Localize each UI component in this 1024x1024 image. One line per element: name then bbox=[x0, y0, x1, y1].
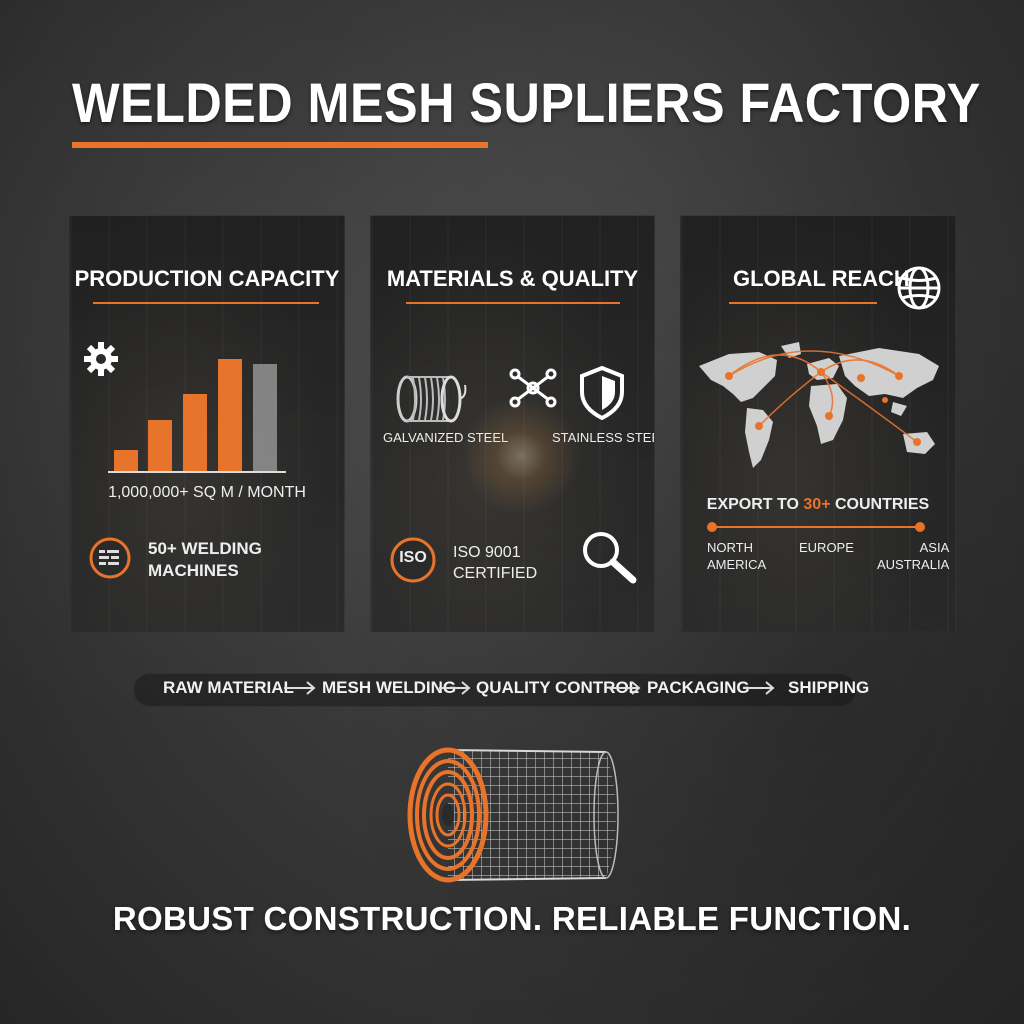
export-count: 30+ bbox=[803, 496, 831, 513]
wire-coil-icon bbox=[396, 375, 467, 423]
mesh-roll-icon bbox=[407, 747, 619, 883]
process-flow-bar bbox=[133, 673, 857, 707]
materials-quality-title: MATERIALS & QUALITY bbox=[386, 266, 639, 291]
materials-quality-panel: MATERIALS & QUALITY GALVANIZED STEEL bbox=[370, 215, 655, 632]
export-prefix: EXPORT TO bbox=[706, 496, 804, 513]
materials-title-underline bbox=[406, 302, 620, 304]
iso-certified-text: ISO 9001 CERTIFIED bbox=[453, 542, 537, 584]
export-countries-text: EXPORT TO 30+ COUNTRIES bbox=[681, 496, 955, 514]
global-reach-panel: GLOBAL REACH bbox=[680, 215, 956, 632]
iso-badge-icon bbox=[390, 537, 436, 583]
process-arrow-4-icon bbox=[743, 681, 775, 695]
main-title: WELDED MESH SUPLIERS FACTORY bbox=[72, 71, 981, 134]
bar-3 bbox=[183, 394, 207, 472]
region-north-america: NORTH AMERICA bbox=[707, 540, 767, 572]
global-reach-title: GLOBAL REACH bbox=[733, 266, 910, 291]
region-europe: EUROPE bbox=[799, 540, 854, 555]
stainless-steel-label: STAINLESS STEEL bbox=[552, 430, 654, 445]
iso-certified-line1: ISO 9001 bbox=[453, 544, 521, 561]
molecule-icon bbox=[509, 368, 557, 408]
global-title-underline bbox=[729, 302, 877, 304]
production-title-underline bbox=[93, 302, 319, 304]
bar-2 bbox=[148, 420, 172, 472]
production-capacity-title: PRODUCTION CAPACITY bbox=[74, 266, 340, 291]
bar-1 bbox=[114, 450, 138, 472]
iso-badge-text: ISO bbox=[399, 549, 427, 566]
machine-count-icon bbox=[89, 537, 131, 579]
process-step-mesh-welding: MESH WELDING bbox=[322, 678, 457, 697]
galvanized-steel-label: GALVANIZED STEEL bbox=[383, 430, 509, 445]
welding-machines-line2: MACHINES bbox=[148, 561, 239, 580]
process-step-quality-control: QUALITY CONTROL bbox=[476, 678, 640, 697]
world-map-icon bbox=[699, 342, 939, 468]
globe-icon bbox=[897, 266, 941, 310]
bar-5 bbox=[253, 364, 277, 472]
bar-4 bbox=[218, 359, 242, 472]
export-suffix: COUNTRIES bbox=[830, 496, 930, 513]
region-dot-right bbox=[915, 522, 925, 532]
title-underline bbox=[72, 142, 488, 148]
welding-machines-line1: 50+ WELDING bbox=[148, 539, 262, 558]
tagline: ROBUST CONSTRUCTION. RELIABLE FUNCTION. bbox=[112, 900, 912, 937]
process-arrow-2-icon bbox=[439, 681, 471, 695]
bar-chart-icon bbox=[108, 359, 286, 473]
process-step-packaging: PACKAGING bbox=[647, 678, 750, 697]
capacity-value: 1,000,000+ SQ M / MONTH bbox=[108, 484, 306, 501]
welding-machines-text: 50+ WELDING MACHINES bbox=[148, 538, 262, 582]
region-dot-left bbox=[707, 522, 717, 532]
region-line bbox=[711, 526, 921, 528]
gear-icon bbox=[84, 342, 118, 376]
iso-certified-line2: CERTIFIED bbox=[453, 565, 538, 582]
chart-baseline bbox=[108, 471, 286, 473]
region-asia-australia: ASIA AUSTRALIA bbox=[877, 540, 950, 572]
process-arrow-1-icon bbox=[284, 681, 316, 695]
production-capacity-panel: PRODUCTION CAPACITY 1,000,000+ SQ M / MO… bbox=[69, 215, 345, 632]
process-step-raw-material: RAW MATERIAL bbox=[163, 678, 294, 697]
shield-icon bbox=[580, 366, 624, 420]
process-arrow-3-icon bbox=[609, 681, 641, 695]
magnifier-icon bbox=[583, 532, 637, 584]
process-step-shipping: SHIPPING bbox=[788, 678, 870, 697]
